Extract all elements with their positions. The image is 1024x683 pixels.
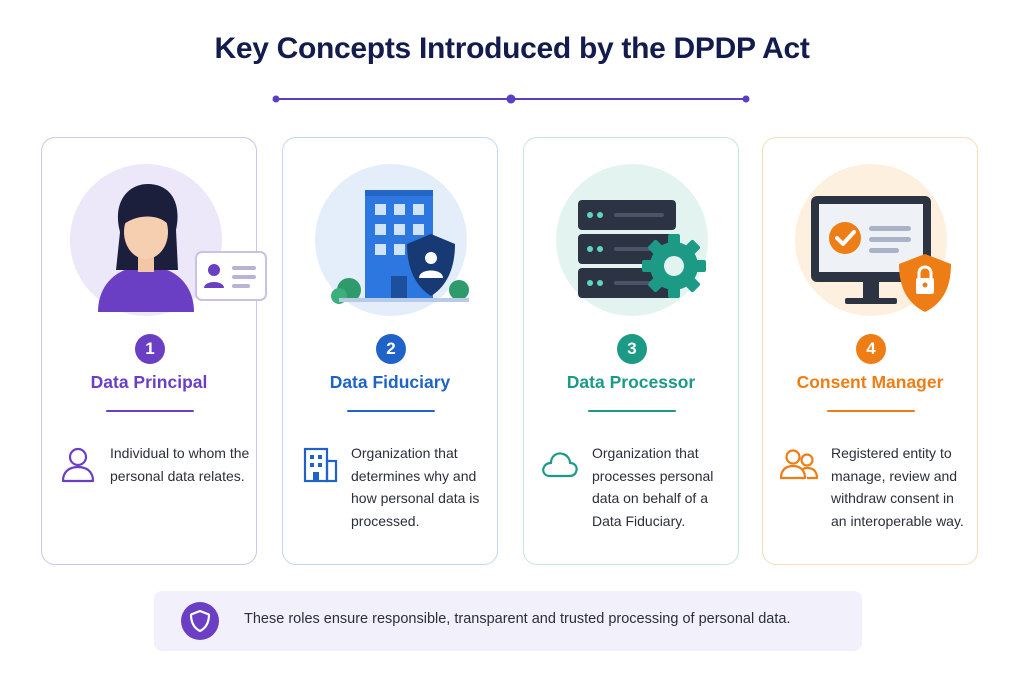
card-title: Data Fiduciary: [329, 372, 451, 392]
monitor-with-checkmark-and-lock-illustration: [789, 162, 951, 324]
card-description: Organization that processes personal dat…: [592, 445, 714, 529]
title-divider: [272, 94, 750, 104]
building-icon: [303, 447, 338, 483]
step-number-3: 3: [617, 334, 647, 364]
card-description: Registered entity to manage, review and …: [831, 445, 964, 529]
card-consent-manager: 4 Consent Manager Registered entity to m…: [762, 137, 978, 565]
step-number-2: 2: [376, 334, 406, 364]
shield-icon: [181, 602, 219, 640]
card-data-principal: 1 Data Principal Individual to whom the …: [41, 137, 267, 565]
footer-banner: These roles ensure responsible, transpar…: [154, 591, 862, 651]
card-description: Organization that determines why and how…: [351, 445, 480, 529]
card-description: Individual to whom the personal data rel…: [110, 445, 250, 484]
card-data-processor: 3 Data Processor Organization that proce…: [523, 137, 739, 565]
card-data-fiduciary: 2 Data Fiduciary Organization that deter…: [282, 137, 498, 565]
title-underline: [347, 410, 435, 412]
title-underline: [827, 410, 915, 412]
server-with-gear-illustration: [550, 162, 712, 324]
card-title: Data Principal: [90, 372, 208, 392]
office-building-with-shield-illustration: [309, 162, 471, 324]
cloud-icon: [542, 452, 578, 478]
card-title: Data Processor: [566, 372, 696, 392]
person-with-id-card-illustration: [68, 162, 267, 324]
user-icon: [61, 447, 95, 483]
step-number-1: 1: [135, 334, 165, 364]
users-icon: [779, 449, 819, 480]
title-underline: [588, 410, 676, 412]
card-title: Consent Manager: [796, 372, 944, 392]
step-number-4: 4: [856, 334, 886, 364]
title-underline: [106, 410, 194, 412]
page-title: Key Concepts Introduced by the DPDP Act: [214, 32, 810, 65]
footer-text: These roles ensure responsible, transpar…: [244, 611, 791, 627]
